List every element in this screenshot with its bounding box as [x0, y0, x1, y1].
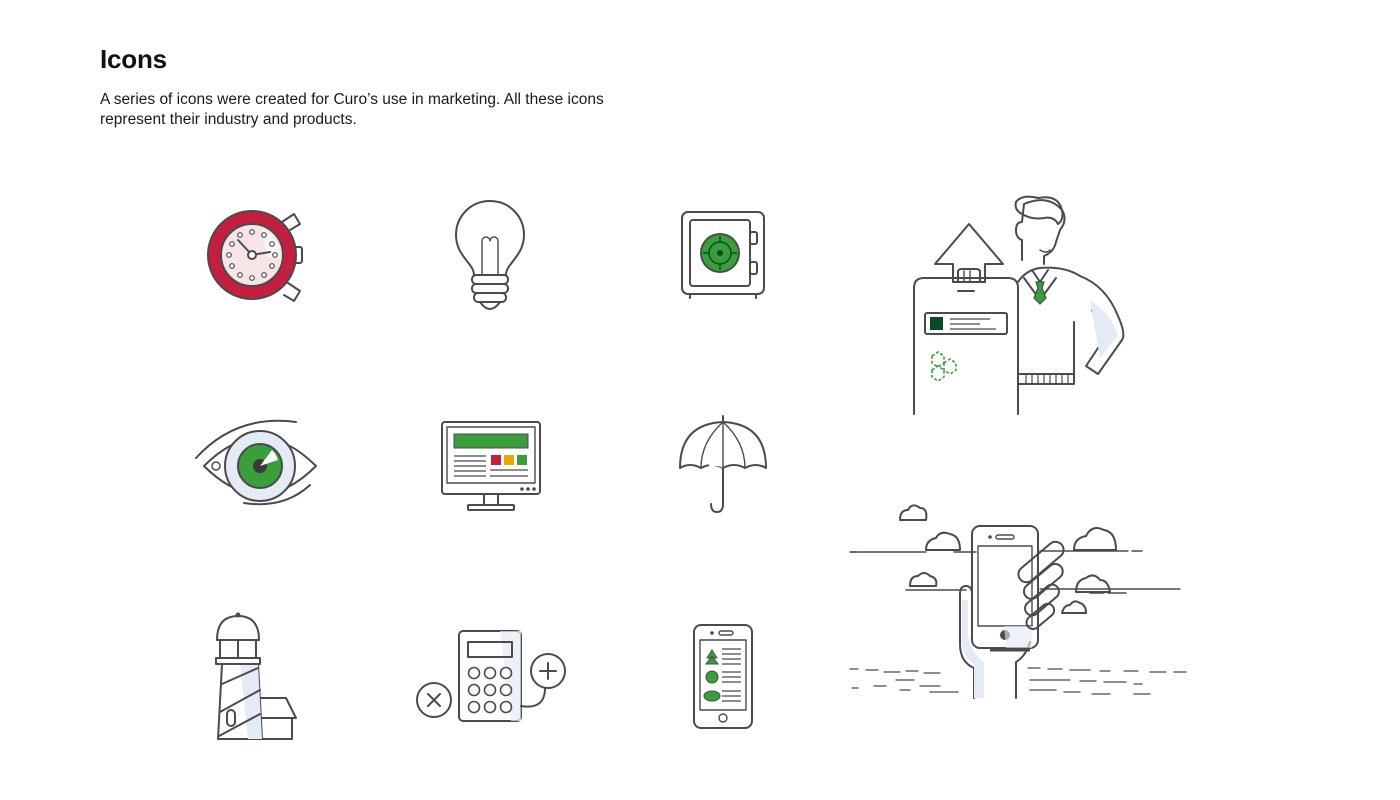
lighthouse-icon — [215, 612, 297, 740]
page-description: A series of icons were created for Curo’… — [100, 91, 604, 128]
eye-icon — [195, 419, 317, 506]
safe-icon — [681, 211, 765, 299]
stopwatch-icon — [207, 210, 303, 302]
smartphone-icon — [693, 624, 753, 729]
lightbulb-icon — [455, 200, 525, 310]
chart-tree-glyph — [703, 649, 721, 702]
monitor-icon — [441, 421, 541, 511]
umbrella-icon — [679, 415, 767, 513]
businessman-with-phone-illustration — [913, 195, 1125, 415]
hand-holding-phone-illustration — [849, 504, 1187, 699]
calculator-icon — [416, 630, 566, 722]
molecule-glyph — [931, 351, 957, 382]
page-title: Icons — [100, 44, 167, 74]
